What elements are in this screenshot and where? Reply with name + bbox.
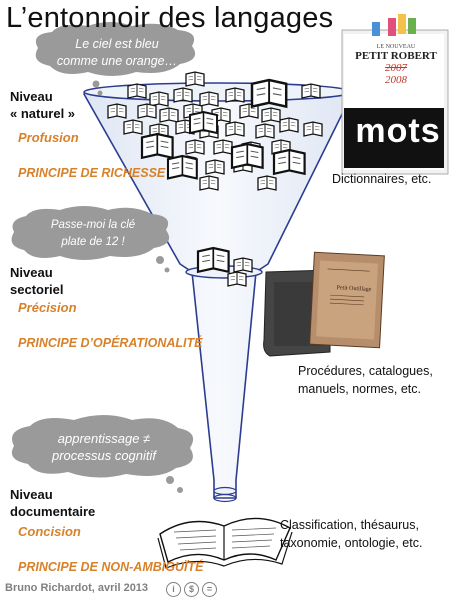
- principle-richesse: PRINCIPE DE RICHESSE: [18, 166, 166, 180]
- quality-precision: Précision: [18, 300, 77, 315]
- bubble-text-natural: Le ciel est bleu comme une orange…: [44, 36, 190, 70]
- caption-dictionaries: Dictionnaires, etc.: [332, 170, 431, 188]
- speech-cloud-2: [11, 206, 170, 273]
- bubble-line: plate de 12 !: [61, 236, 125, 248]
- bubble-text-sector: Passe-moi la clé plate de 12 !: [20, 217, 166, 251]
- caption-line: Dictionnaires, etc.: [332, 172, 432, 186]
- quality-concision: Concision: [18, 524, 81, 539]
- level-name-line: Niveau: [10, 89, 53, 104]
- bubble-text-documentary: apprentissage ≠ processus cognitif: [24, 430, 184, 464]
- author-credit: Bruno Richardot, avril 2013: [5, 582, 149, 594]
- principle-non-ambiguite: PRINCIPE DE NON-AMBIGUÏTÉ: [18, 560, 204, 574]
- cover-line: LE NOUVEAU: [376, 44, 416, 50]
- level-natural-label: Niveau « naturel »: [10, 88, 75, 122]
- level-name-line: Niveau: [10, 265, 53, 280]
- caption-line: Procédures, catalogues,: [298, 364, 433, 378]
- level-name-line: « naturel »: [10, 106, 76, 121]
- page-title: L’entonnoir des langages: [6, 2, 334, 34]
- dictionary-mots-text: mots: [355, 112, 441, 150]
- level-name-line: sectoriel: [10, 282, 64, 297]
- cover-line: 2007: [385, 62, 407, 74]
- level-name-line: documentaire: [10, 504, 96, 519]
- speech-cloud-1: [35, 22, 196, 96]
- bubble-line: Le ciel est bleu: [75, 37, 159, 51]
- caption-line: taxonomie, ontologie, etc.: [280, 536, 423, 550]
- quality-profusion: Profusion: [18, 130, 79, 145]
- open-book-bottom: [157, 517, 293, 569]
- caption-classification: Classification, thésaurus, taxonomie, on…: [280, 516, 422, 552]
- bubble-line: Passe-moi la clé: [50, 219, 136, 231]
- principle-operationalite: PRINCIPE D’OPÉRATIONALITÉ: [18, 336, 203, 350]
- cc-by-icon: i: [166, 582, 181, 597]
- speech-cloud-3: [11, 415, 194, 493]
- caption-procedures: Procédures, catalogues, manuels, normes,…: [298, 362, 433, 398]
- bubble-line: processus cognitif: [51, 448, 157, 463]
- bubble-line: apprentissage ≠: [57, 431, 151, 446]
- binder-image: [263, 251, 385, 357]
- bubble-line: comme une orange…: [56, 54, 178, 68]
- dictionary-image: [341, 14, 449, 175]
- dictionary-cover-text: LE NOUVEAU PETIT ROBERT 2007 2008: [350, 44, 442, 86]
- cover-line: PETIT ROBERT: [355, 50, 437, 62]
- level-sector-label: Niveau sectoriel: [10, 264, 63, 298]
- level-name-line: Niveau: [10, 487, 53, 502]
- caption-line: Classification, thésaurus,: [280, 518, 419, 532]
- cover-line: 2008: [385, 74, 407, 86]
- cc-nd-icon: =: [202, 582, 217, 597]
- cc-nc-icon: $: [184, 582, 199, 597]
- caption-line: manuels, normes, etc.: [298, 382, 421, 396]
- level-documentary-label: Niveau documentaire: [10, 486, 95, 520]
